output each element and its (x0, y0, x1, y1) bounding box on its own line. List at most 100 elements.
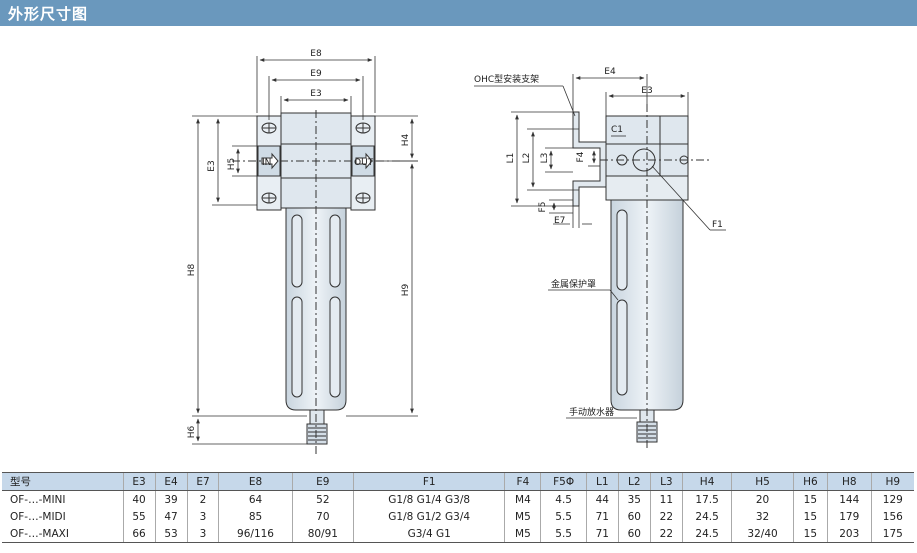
table-cell: 4.5 (540, 490, 587, 508)
out-label: OUT (354, 158, 374, 168)
spec-table: 型号 E3 E4 E7 E8 E9 F1 F4 F5Φ L1 L2 L3 H4 … (2, 472, 914, 543)
col-e8: E8 (218, 472, 293, 491)
table-cell: 129 (870, 490, 914, 508)
side-view (572, 104, 710, 450)
label-drain: 手动放水器 (569, 406, 614, 418)
table-row: OF-…-MINI 40 39 2 64 52 G1/8 G1/4 G3/8 M… (2, 490, 914, 508)
table-cell: M5 (504, 525, 541, 543)
col-l2: L2 (617, 472, 651, 491)
table-cell: 32/40 (731, 525, 794, 543)
table-cell: 15 (792, 508, 828, 525)
table-cell: 39 (154, 490, 188, 508)
side-bowl (610, 199, 684, 411)
table-cell: 71 (585, 508, 619, 525)
dim-h6: H6 (187, 425, 197, 438)
table-cell: 11 (649, 490, 683, 508)
label-f1: F1 (712, 220, 723, 230)
dim-h5: H5 (227, 158, 237, 171)
dim-f5: F5 (538, 202, 548, 213)
side-dimension-lines (474, 74, 726, 419)
col-l1: L1 (585, 472, 619, 491)
table-cell: 64 (218, 490, 293, 508)
table-cell: 179 (826, 508, 872, 525)
col-h4: H4 (681, 472, 732, 491)
col-e7: E7 (186, 472, 219, 491)
table-cell: 85 (218, 508, 293, 525)
col-h8: H8 (826, 472, 872, 491)
dim-h9: H9 (401, 283, 411, 296)
table-cell: 203 (826, 525, 872, 543)
col-h5: H5 (731, 472, 794, 491)
table-cell: 22 (649, 525, 683, 543)
table-header-row: 型号 E3 E4 E7 E8 E9 F1 F4 F5Φ L1 L2 L3 H4 … (2, 472, 914, 491)
dim-e9: E9 (310, 69, 322, 79)
table-cell: M4 (504, 490, 541, 508)
table-row: OF-…-MAXI 66 53 3 96/116 80/91 G3/4 G1 M… (2, 525, 914, 543)
dim-e3-side: E3 (641, 86, 652, 96)
table-cell: 32 (731, 508, 794, 525)
table-cell: 24.5 (681, 525, 732, 543)
table-cell: 175 (870, 525, 914, 543)
table-cell: G1/8 G1/4 G3/8 (353, 490, 505, 508)
cell-model: OF-…-MAXI (2, 525, 123, 543)
table-cell: 24.5 (681, 508, 732, 525)
col-e9: E9 (291, 472, 354, 491)
front-view (232, 110, 400, 455)
label-guard: 金属保护罩 (551, 278, 596, 290)
table-cell: 156 (870, 508, 914, 525)
col-h6: H6 (792, 472, 828, 491)
section-header: 外形尺寸图 (0, 0, 917, 26)
table-cell: 20 (731, 490, 794, 508)
dim-e3-left: E3 (207, 160, 217, 171)
table-cell: 15 (792, 525, 828, 543)
cell-model: OF-…-MIDI (10, 510, 66, 523)
front-dimension-lines (192, 56, 418, 445)
table-cell: 5.5 (540, 508, 587, 525)
col-f1: F1 (353, 472, 505, 491)
dim-l2: L2 (522, 153, 532, 164)
dim-c1: C1 (611, 125, 623, 135)
col-l3: L3 (649, 472, 683, 491)
dim-e7: E7 (554, 216, 565, 226)
table-cell: 15 (792, 490, 828, 508)
table-cell: G1/8 G1/2 G3/4 (353, 508, 505, 525)
table-cell: 5.5 (540, 525, 587, 543)
dim-l3: L3 (540, 153, 550, 164)
table-cell: 52 (291, 490, 354, 508)
table-cell: 53 (154, 525, 188, 543)
table-cell: 60 (617, 525, 651, 543)
label-bracket: OHC型安装支架 (474, 73, 539, 85)
dim-h8: H8 (187, 263, 197, 276)
table-cell: 17.5 (681, 490, 732, 508)
col-f4: F4 (504, 472, 541, 491)
table-cell: 60 (617, 508, 651, 525)
dim-e4: E4 (604, 67, 616, 77)
in-label: IN (262, 158, 271, 168)
section-title: 外形尺寸图 (8, 5, 89, 23)
cell-model: OF-…-MINI (10, 493, 66, 506)
table-cell: 47 (154, 508, 188, 525)
dim-l1: L1 (506, 153, 516, 164)
table-cell: 2 (186, 490, 219, 508)
table-cell: 3 (186, 508, 219, 525)
front-drain (306, 423, 328, 445)
table-row: OF-…-MIDI 55 47 3 85 70 G1/8 G1/2 G3/4 M… (2, 508, 914, 525)
col-model: 型号 (2, 472, 123, 491)
table-cell: 96/116 (218, 525, 293, 543)
drawings: IN OUT E8 E9 E3 E3 H5 (187, 49, 726, 455)
dim-e3: E3 (310, 89, 321, 99)
dim-e8: E8 (310, 49, 322, 59)
table-cell: 66 (122, 525, 156, 543)
table-cell: M5 (504, 508, 541, 525)
table-cell: G3/4 G1 (353, 525, 505, 543)
table-cell: 71 (585, 525, 619, 543)
table-cell: 80/91 (291, 525, 354, 543)
col-e4: E4 (154, 472, 188, 491)
table-cell: 70 (291, 508, 354, 525)
table-cell: 22 (649, 508, 683, 525)
table-cell: 144 (826, 490, 872, 508)
table-cell: 35 (617, 490, 651, 508)
dim-h4: H4 (401, 133, 411, 146)
col-f5: F5Φ (540, 472, 587, 491)
col-e3: E3 (122, 472, 156, 491)
